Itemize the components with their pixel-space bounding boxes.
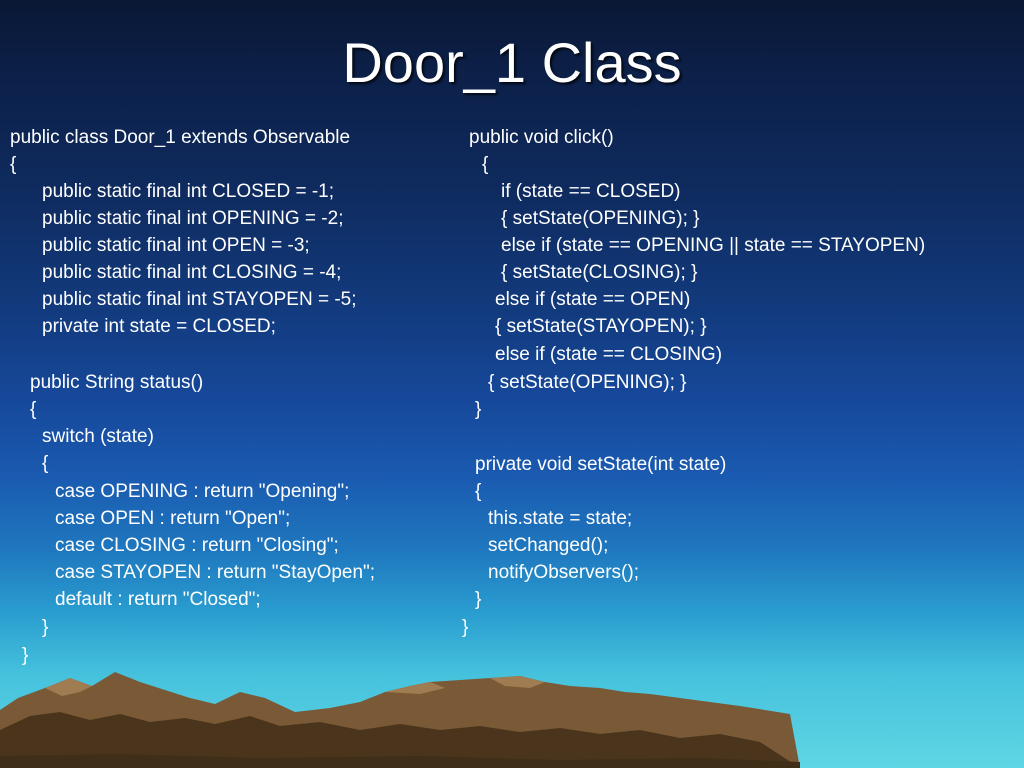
code-line: public void click() <box>469 127 614 148</box>
code-line: public static final int STAYOPEN = -5; <box>42 289 357 310</box>
code-line: public class Door_1 extends Observable <box>10 127 351 148</box>
code-line: default : return "Closed"; <box>55 589 261 610</box>
code-line: { setState(OPENING); } <box>501 208 700 229</box>
code-line: public static final int OPENING = -2; <box>42 208 344 229</box>
code-line: } <box>42 617 49 638</box>
mountain-landscape <box>0 672 800 768</box>
code-line: { setState(OPENING); } <box>488 372 687 393</box>
code-line: case OPEN : return "Open"; <box>55 508 291 529</box>
mountain-highlight <box>45 676 545 696</box>
code-line: notifyObservers(); <box>488 562 639 583</box>
code-line: { <box>10 154 17 175</box>
code-line: else if (state == OPEN) <box>495 289 691 310</box>
code-line: switch (state) <box>42 426 154 447</box>
code-line: else if (state == CLOSING) <box>495 344 723 365</box>
code-line: case OPENING : return "Opening"; <box>55 481 350 502</box>
code-line: this.state = state; <box>488 508 633 529</box>
code-line: } <box>22 645 29 666</box>
code-line: { <box>482 154 489 175</box>
code-line: { <box>30 399 37 420</box>
code-line: { <box>42 453 49 474</box>
code-line: { setState(CLOSING); } <box>501 262 698 283</box>
code-line: { <box>475 481 482 502</box>
code-line: private void setState(int state) <box>475 454 727 475</box>
mountain-shadow <box>0 712 800 768</box>
code-line: } <box>462 617 469 638</box>
code-line: case STAYOPEN : return "StayOpen"; <box>55 562 376 583</box>
code-line: setChanged(); <box>488 535 609 556</box>
code-line: if (state == CLOSED) <box>501 181 681 202</box>
code-line: private int state = CLOSED; <box>42 316 276 337</box>
code-line: public static final int OPEN = -3; <box>42 235 310 256</box>
code-line: public static final int CLOSING = -4; <box>42 262 342 283</box>
code-line: } <box>475 589 482 610</box>
shoreline <box>0 754 800 768</box>
slide-title: Door_1 Class <box>342 31 682 94</box>
code-line: case CLOSING : return "Closing"; <box>55 535 339 556</box>
code-line: public String status() <box>30 372 204 393</box>
code-line: public static final int CLOSED = -1; <box>42 181 334 202</box>
code-line: { setState(STAYOPEN); } <box>495 316 707 337</box>
code-line: else if (state == OPENING || state == ST… <box>501 235 926 256</box>
code-line: } <box>475 399 482 420</box>
